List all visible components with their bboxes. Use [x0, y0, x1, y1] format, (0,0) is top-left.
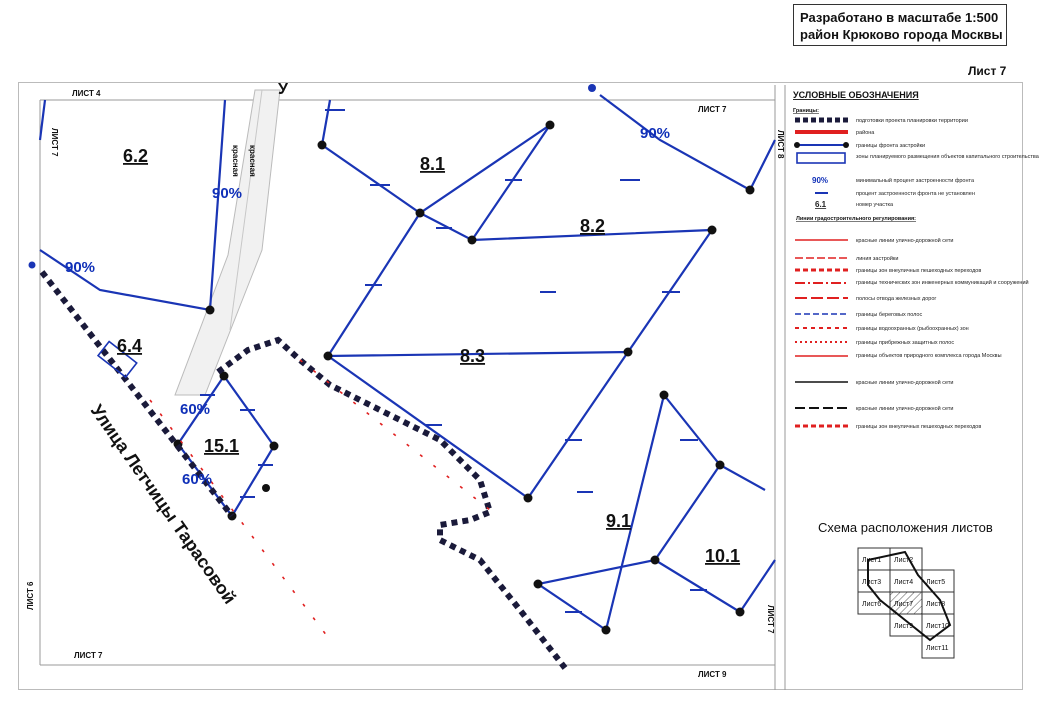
red-lines [149, 359, 491, 641]
frontage-pct-5: 60% [182, 471, 212, 488]
legend-item-11: границы технических зон инженерных комму… [856, 279, 1029, 286]
zone-label-8-2: 8.2 [580, 216, 605, 236]
sheet-scheme [857, 547, 955, 659]
boundary-6-2 [39, 99, 227, 312]
frontage-pct-2: 90% [65, 259, 95, 276]
frontage-pct-1: 90% [212, 185, 242, 202]
frontage-boundaries [38, 94, 776, 632]
zone-label-9-1: 9.1 [606, 511, 631, 531]
legend-sym-7: 6.1 [815, 200, 827, 209]
zone-label-6-2: 6.2 [123, 146, 148, 166]
svg-text:Лист2: Лист2 [894, 557, 913, 564]
boundary-top-right [599, 94, 776, 192]
svg-text:Лист1: Лист1 [862, 557, 881, 564]
legend-item-2: района [856, 129, 875, 136]
road-label-2: красная [248, 145, 257, 177]
zone-label-15-1: 15.1 [204, 436, 239, 456]
legend-item-13: границы береговых полос [856, 312, 922, 318]
legend: УСЛОВНЫЕ ОБОЗНАЧЕНИЯ Границы: подготовки… [793, 90, 1040, 430]
planning-boundary [39, 270, 568, 670]
legend-item-17: красные линии улично-дорожной сети [856, 379, 953, 386]
zone-label-8-1: 8.1 [420, 154, 445, 174]
boundary-8-3-diag [327, 355, 529, 499]
svg-text:Лист7: Лист7 [894, 601, 913, 608]
zone-label-8-3: 8.3 [460, 346, 485, 366]
district-outline [867, 550, 952, 642]
svg-text:Лист11: Лист11 [926, 645, 949, 652]
survey-node-blue-left [28, 261, 36, 269]
boundary-6-2-left [38, 99, 47, 141]
frontage-ticks [200, 109, 707, 613]
sheet-ref-top-left: ЛИСТ 4 [72, 89, 101, 98]
legend-group-1: Границы: [793, 108, 819, 114]
map-frame [18, 82, 1023, 690]
zone-label-10-1: 10.1 [705, 546, 740, 566]
legend-item-10: границы зон внеуличных пешеходных перехо… [856, 268, 981, 274]
svg-text:Лист9: Лист9 [894, 623, 913, 630]
sheet-ref-right-lower: ЛИСТ 7 [766, 605, 775, 634]
sheet-ref-top-center: ЛИСТ 7 [698, 105, 727, 114]
legend-item-4: зоны планируемого размещения объектов ка… [856, 154, 1040, 160]
frontage-pct-4: 60% [180, 401, 210, 418]
legend-title: УСЛОВНЫЕ ОБОЗНАЧЕНИЯ [793, 90, 919, 100]
sheet-ref-left-lower: ЛИСТ 6 [26, 581, 35, 610]
zone-6-4-rect [96, 340, 138, 379]
scheme-labels: Лист1 Лист2 Лист3 Лист4 Лист5 Лист6 Лист… [862, 557, 949, 652]
survey-node-blue [588, 84, 596, 92]
svg-text:Лист8: Лист8 [926, 601, 945, 608]
legend-item-19: границы зон внеуличных пешеходных перехо… [856, 424, 981, 430]
sheet-ref-bottom-right: ЛИСТ 9 [698, 670, 727, 679]
legend-item-5: минимальный процент застроенности фронта [856, 177, 975, 184]
legend-item-16: границы объектов природного комплекса го… [856, 353, 1002, 359]
road-edge-line [229, 89, 263, 331]
legend-item-9: линия застройки [856, 255, 898, 262]
sheet-ref-bottom-left: ЛИСТ 7 [74, 651, 103, 660]
legend-sym-4 [796, 152, 846, 164]
legend-item-7: номер участка [856, 202, 894, 208]
legend-item-1: подготовки проекта планировки территории [856, 118, 968, 124]
road-strip [174, 89, 281, 396]
frontage-pct-3: 90% [640, 125, 670, 142]
road-top-letter: У [278, 81, 289, 98]
svg-text:Лист3: Лист3 [862, 579, 881, 586]
title-box: Разработано в масштабе 1:500 район Крюко… [793, 4, 1007, 46]
svg-text:Лист4: Лист4 [894, 579, 913, 586]
legend-item-6: процент застроенности фронта не установл… [856, 191, 975, 197]
legend-item-12: полосы отвода железных дорог [856, 296, 936, 302]
scheme-title: Схема расположения листов [818, 520, 993, 535]
zone-label-6-4: 6.4 [117, 336, 142, 356]
legend-group-2: Линии градостроительного регулирования: [796, 216, 916, 222]
legend-item-14: границы водоохранных (рыбоохранных) зон [856, 326, 969, 332]
sheet-ref-left-upper: ЛИСТ 7 [50, 128, 59, 157]
district-note: район Крюково города Москвы [800, 27, 1003, 42]
scale-note: Разработано в масштабе 1:500 [800, 10, 999, 25]
road-label-1: красная [231, 145, 240, 177]
legend-item-3: границы фронта застройки [856, 142, 925, 149]
svg-text:Лист10: Лист10 [926, 623, 949, 630]
sheet-ref-right-upper: ЛИСТ 8 [776, 130, 785, 159]
svg-text:Лист5: Лист5 [926, 579, 945, 586]
svg-text:Лист6: Лист6 [862, 601, 881, 608]
boundary-nodes [173, 120, 755, 635]
legend-item-15: границы прибрежных защитных полос [856, 340, 954, 346]
sheet-title: Лист 7 [968, 64, 1007, 78]
legend-item-8: красные линии улично-дорожной сети [856, 237, 953, 244]
legend-item-18: красные линии улично-дорожной сети [856, 405, 953, 412]
legend-sym-5: 90% [812, 176, 828, 185]
